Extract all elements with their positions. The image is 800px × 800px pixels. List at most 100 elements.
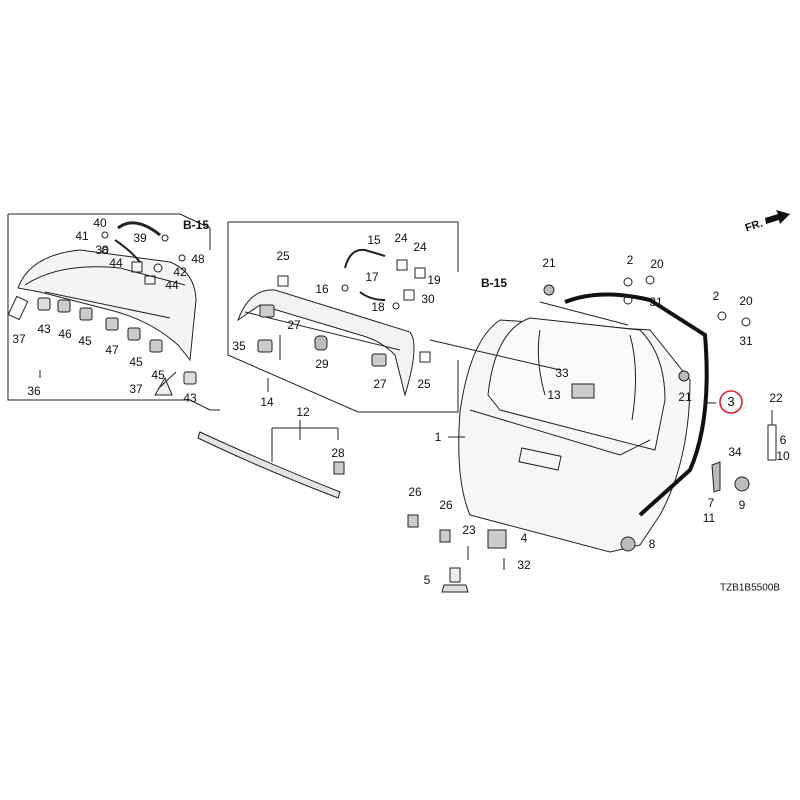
callout-2b[interactable]: 2	[712, 289, 720, 303]
callout-15[interactable]: 15	[367, 233, 381, 247]
inset-frame-left	[7, 214, 220, 411]
callout-29[interactable]: 29	[315, 357, 329, 371]
callout-7[interactable]: 7	[707, 496, 715, 510]
part-13-bracket	[571, 383, 595, 399]
part-21-nut-b	[678, 370, 690, 382]
part-35-clip	[257, 339, 273, 353]
callout-24a[interactable]: 24	[394, 231, 408, 245]
callout-2a[interactable]: 2	[626, 253, 634, 267]
callout-31a[interactable]: 31	[649, 295, 663, 309]
callout-38[interactable]: 38	[95, 243, 109, 257]
callout-33[interactable]: 33	[555, 366, 569, 380]
callout-22[interactable]: 22	[769, 391, 783, 405]
part-29-grommet	[314, 335, 328, 351]
callout-46[interactable]: 46	[58, 327, 72, 341]
callout-17[interactable]: 17	[365, 270, 379, 284]
part-12-garnish	[197, 431, 341, 499]
callout-31b[interactable]: 31	[739, 334, 753, 348]
part-26-clip	[407, 514, 419, 528]
callout-44a[interactable]: 44	[109, 256, 123, 270]
callout-18[interactable]: 18	[371, 300, 385, 314]
callout-5[interactable]: 5	[423, 573, 431, 587]
callout-41[interactable]: 41	[75, 229, 89, 243]
callout-19[interactable]: 19	[427, 273, 441, 287]
part-45-clip-c	[149, 339, 163, 353]
part-40-hose	[117, 221, 161, 237]
callout-27b[interactable]: 27	[373, 377, 387, 391]
callout-8[interactable]: 8	[648, 537, 656, 551]
part-21-nut	[543, 284, 555, 296]
callout-44b[interactable]: 44	[165, 278, 179, 292]
part-28-clip	[333, 461, 345, 475]
part-8-bumper	[620, 536, 636, 552]
part-46-clip	[57, 299, 71, 313]
callout-26b[interactable]: 26	[439, 498, 453, 512]
callout-26a[interactable]: 26	[408, 485, 422, 499]
part-4-latch	[487, 529, 507, 549]
callout-16[interactable]: 16	[315, 282, 329, 296]
part-26-clip-b	[439, 529, 451, 543]
callout-37a[interactable]: 37	[12, 332, 26, 346]
callout-36[interactable]: 36	[27, 384, 41, 398]
callout-20a[interactable]: 20	[650, 257, 664, 271]
spoiler-shape	[17, 249, 197, 362]
callout-13[interactable]: 13	[547, 388, 561, 402]
part-47-clip	[105, 317, 119, 331]
part-25-nut-b	[419, 351, 431, 363]
part-6-strut	[767, 410, 777, 461]
callout-45a[interactable]: 45	[78, 334, 92, 348]
callout-34[interactable]: 34	[728, 445, 742, 459]
callout-35[interactable]: 35	[232, 339, 246, 353]
callout-42[interactable]: 42	[173, 265, 187, 279]
callout-47[interactable]: 47	[105, 343, 119, 357]
part-15-hose	[344, 248, 386, 269]
tailgate-shape	[458, 317, 691, 553]
callout-30[interactable]: 30	[421, 292, 435, 306]
part-3-weatherstrip	[564, 292, 709, 517]
callout-40[interactable]: 40	[93, 216, 107, 230]
callout-48[interactable]: 48	[191, 252, 205, 266]
callout-21a[interactable]: 21	[542, 256, 556, 270]
callout-45b[interactable]: 45	[129, 355, 143, 369]
ref-label-middle[interactable]: B-15	[480, 276, 508, 290]
callout-43a[interactable]: 43	[37, 322, 51, 336]
part-37-pad	[7, 295, 29, 321]
callout-20b[interactable]: 20	[739, 294, 753, 308]
ref-label-left[interactable]: B-15	[182, 218, 210, 232]
inset-frame-middle	[228, 221, 459, 272]
callout-23[interactable]: 23	[462, 523, 476, 537]
callout-10[interactable]: 10	[776, 449, 790, 463]
part-25-nut	[277, 275, 289, 287]
part-9-stopper	[734, 476, 750, 492]
callout-14[interactable]: 14	[260, 395, 274, 409]
callout-32[interactable]: 32	[517, 558, 531, 572]
callout-45c[interactable]: 45	[151, 368, 165, 382]
garnish-shape	[236, 289, 415, 397]
part-27-clip-b	[371, 353, 387, 367]
callout-37b[interactable]: 37	[129, 382, 143, 396]
callout-9[interactable]: 9	[738, 498, 746, 512]
callout-11[interactable]: 11	[702, 511, 716, 525]
callout-6[interactable]: 6	[779, 433, 787, 447]
part-43-clip-b	[183, 371, 197, 385]
callout-4[interactable]: 4	[520, 531, 528, 545]
callout-12[interactable]: 12	[296, 405, 310, 419]
part-5-cover	[441, 584, 469, 593]
callout-25a[interactable]: 25	[276, 249, 290, 263]
callout-27a[interactable]: 27	[287, 318, 301, 332]
callout-28[interactable]: 28	[331, 446, 345, 460]
fr-arrow-icon	[765, 210, 790, 224]
callout-3[interactable]: 3	[727, 394, 735, 409]
callout-39[interactable]: 39	[133, 231, 147, 245]
callout-25b[interactable]: 25	[417, 377, 431, 391]
callout-43b[interactable]: 43	[183, 391, 197, 405]
part-27-clip	[259, 304, 275, 318]
highlight-ring	[719, 390, 743, 414]
callout-24b[interactable]: 24	[413, 240, 427, 254]
part-45-clip	[79, 307, 93, 321]
part-45-clip-b	[127, 327, 141, 341]
callout-1[interactable]: 1	[434, 430, 442, 444]
callout-21b[interactable]: 21	[678, 390, 692, 404]
